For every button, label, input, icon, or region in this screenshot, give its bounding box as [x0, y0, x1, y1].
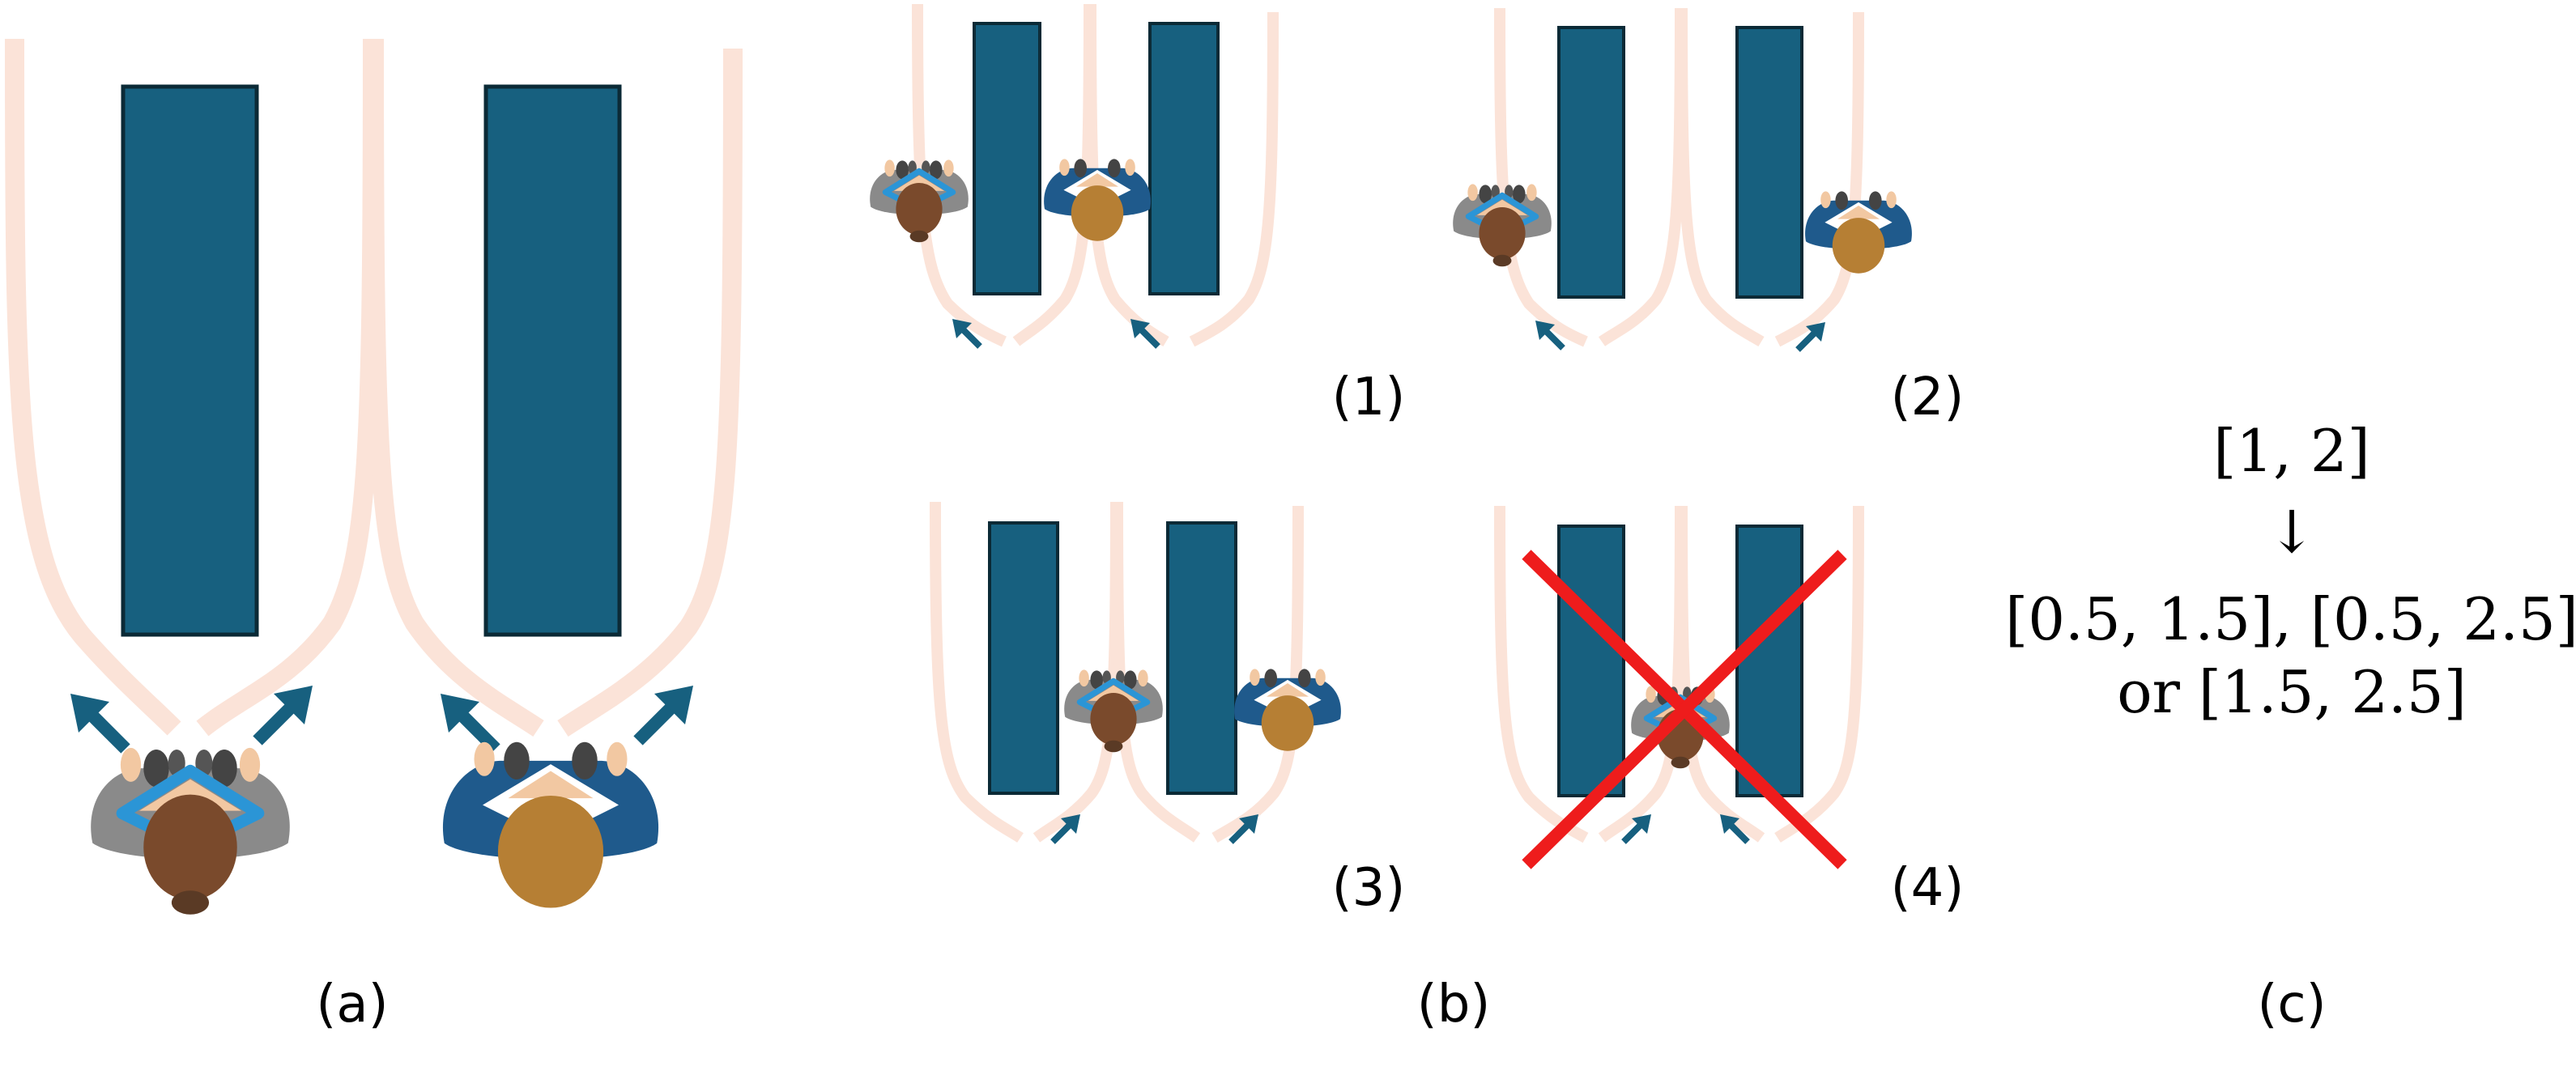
panel-b3 [930, 501, 1341, 842]
block-b4-right [1735, 525, 1803, 797]
interval-options: [0.5, 1.5], [0.5, 2.5] [2005, 585, 2576, 653]
down-arrow-icon: ↓ [2267, 498, 2316, 566]
person-gray-icon [1453, 184, 1552, 266]
panel-a [5, 38, 743, 915]
interval-alternative: or [1.5, 2.5] [2117, 658, 2467, 726]
label-b4: (4) [1891, 858, 1965, 918]
person-gray-icon [91, 748, 290, 915]
block-b1-left [973, 22, 1041, 295]
panel-b1 [870, 3, 1279, 346]
label-b2: (2) [1891, 367, 1965, 427]
interval-original: [1, 2] [2213, 417, 2370, 485]
block-b1-right [1148, 22, 1220, 295]
panel-b4 [1494, 505, 1864, 869]
label-b1: (1) [1332, 367, 1406, 427]
block-a2 [483, 84, 622, 637]
person-blue-icon [1234, 669, 1341, 751]
block-b2-left [1557, 26, 1625, 299]
cross-icon [1522, 550, 1847, 869]
person-blue-icon [1044, 159, 1151, 241]
person-gray-icon [1064, 669, 1163, 752]
block-b4-left [1557, 525, 1625, 797]
label-b: (b) [1417, 975, 1491, 1034]
person-blue-icon [1805, 191, 1912, 274]
paths-a [5, 38, 743, 737]
label-b3: (3) [1332, 858, 1406, 918]
block-b3-right [1166, 521, 1237, 795]
panel-c: [1, 2] ↓ [0.5, 1.5], [0.5, 2.5] or [1.5,… [2005, 417, 2576, 726]
label-a: (a) [316, 975, 388, 1034]
block-b3-left [988, 521, 1059, 795]
person-blue-icon [442, 741, 659, 908]
arrow-icon [70, 694, 126, 749]
panel-b2 [1453, 7, 1912, 350]
block-a1 [121, 84, 259, 637]
person-gray-icon [870, 159, 969, 242]
arrow-icon [638, 686, 693, 741]
label-c: (c) [2257, 975, 2326, 1034]
block-b2-right [1735, 26, 1803, 299]
